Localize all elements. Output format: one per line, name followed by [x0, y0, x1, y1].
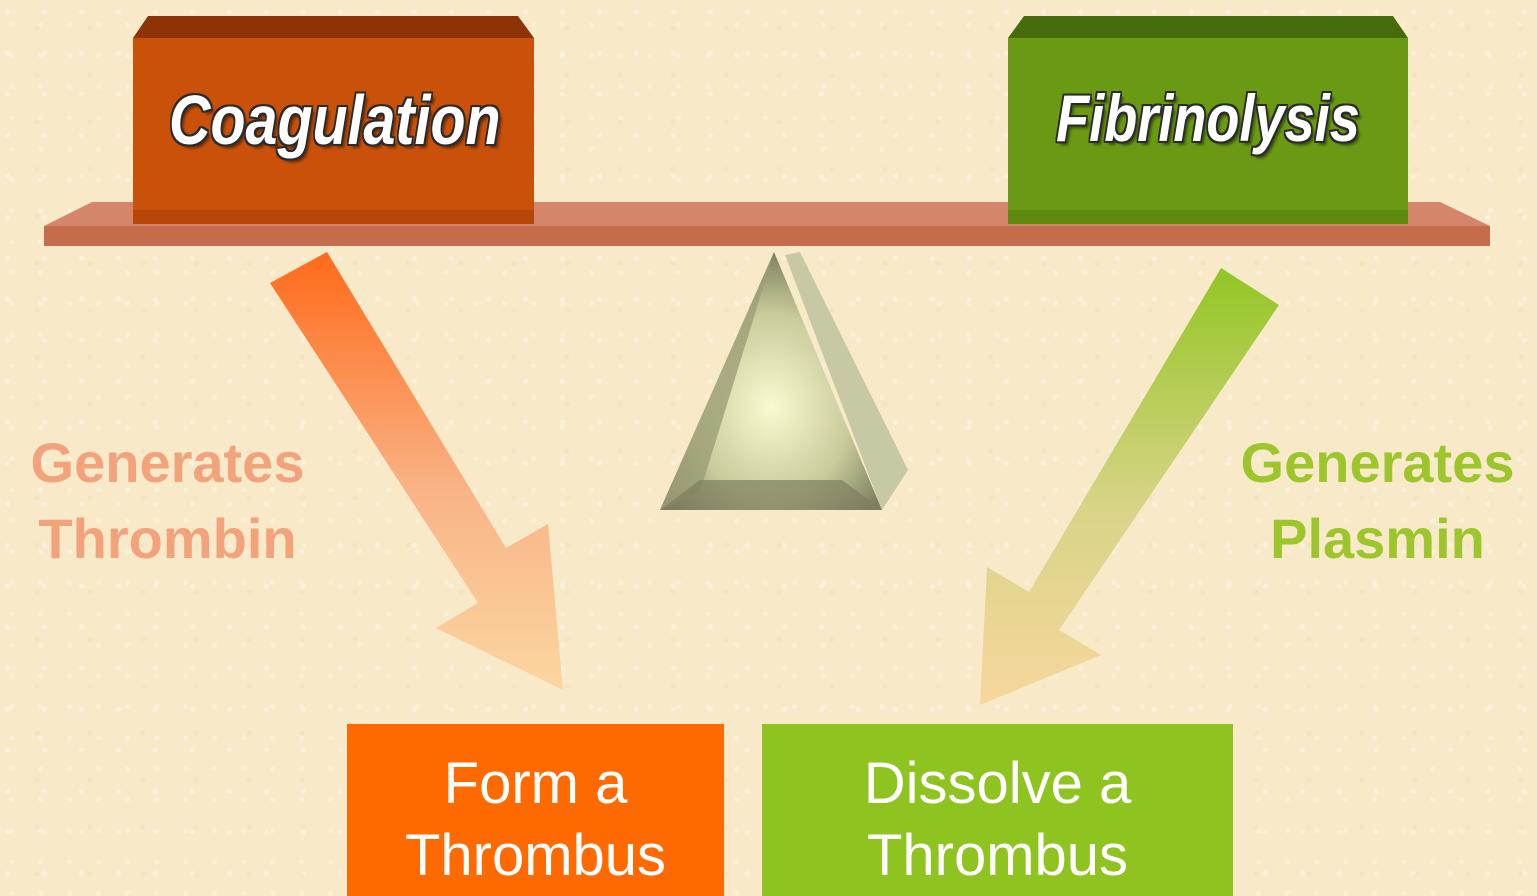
form-thrombus-box: Form a Thrombus — [347, 724, 724, 896]
dissolve-thrombus-box: Dissolve a Thrombus — [762, 724, 1233, 896]
coagulation-block — [133, 16, 534, 224]
generates-thrombin-label: Generates Thrombin — [0, 425, 335, 577]
plasmin-label-line2: Plasmin — [1270, 507, 1485, 570]
fulcrum-triangle — [660, 252, 908, 510]
thrombin-label-line2: Thrombin — [38, 507, 297, 570]
dissolve-thrombus-line1: Dissolve a — [863, 751, 1132, 816]
fibrinolysis-label: Fibrinolysis — [1056, 81, 1360, 155]
dissolve-thrombus-line2: Thrombus — [866, 823, 1129, 888]
form-thrombus-line1: Form a — [443, 751, 628, 816]
plasmin-label-line1: Generates — [1240, 431, 1515, 494]
thrombin-arrow — [270, 252, 563, 690]
fibrinolysis-block — [1008, 16, 1408, 224]
thrombin-label-line1: Generates — [30, 431, 305, 494]
form-thrombus-line2: Thrombus — [404, 823, 667, 888]
generates-plasmin-label: Generates Plasmin — [1218, 425, 1537, 577]
plasmin-arrow — [980, 268, 1279, 705]
coagulation-label: Coagulation — [169, 81, 501, 159]
